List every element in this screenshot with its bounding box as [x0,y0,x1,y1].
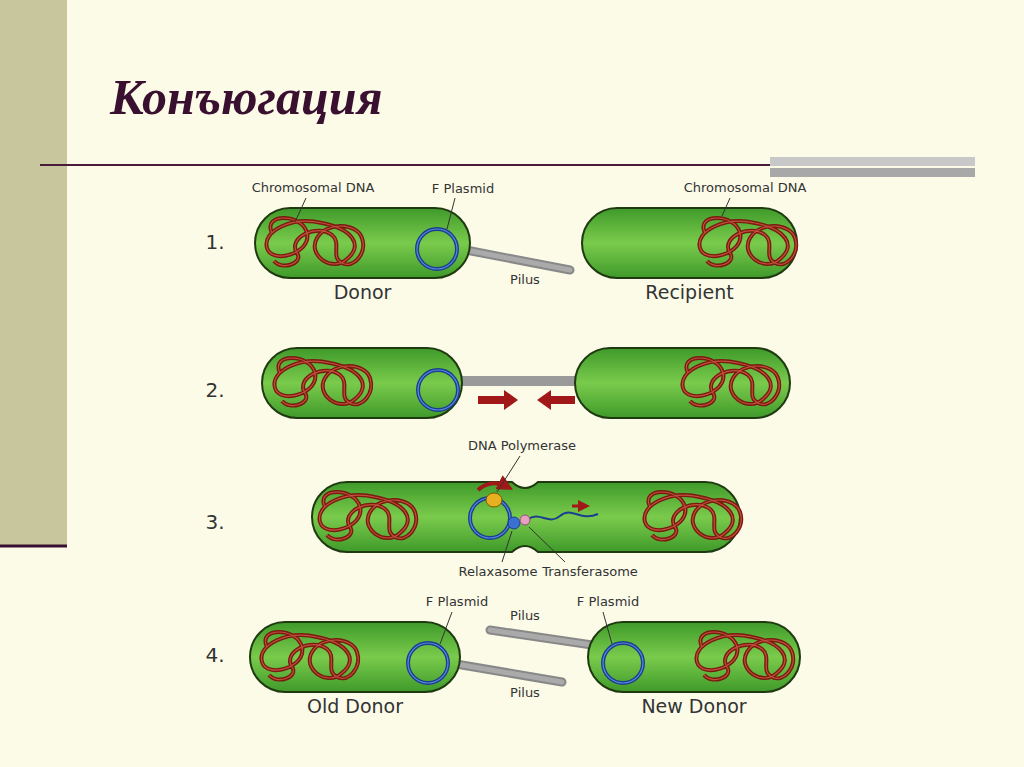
single-strand-dna [527,513,598,520]
bacterium-node: Old Donor [250,622,460,692]
f-plasmid [417,229,457,269]
chromosome [644,492,741,540]
leader-line [603,612,612,644]
grey-bar [770,168,975,177]
step-number: 2. [205,379,224,401]
pilus [490,630,592,645]
bacterium-node: New Donor [588,622,800,692]
step-number: 3. [205,511,224,533]
transfer-arrow [572,505,584,508]
bacterium-cell [582,208,797,278]
relaxasome [508,517,520,529]
callout-label: Pilus [510,609,540,623]
bacterium-cell [575,348,790,418]
step-number: 4. [205,644,224,666]
leader-line [529,527,565,562]
dna-polymerase [486,493,502,507]
pilus [458,376,580,386]
grey-bar [770,157,975,166]
pilus [466,250,570,270]
leader-line [440,612,452,644]
callout-label: Relaxasome [458,565,537,579]
callout-label: Pilus [510,273,540,287]
chromosome [682,358,779,406]
bacterium-cell [250,622,460,692]
leader-line [447,198,455,229]
side-bar [0,0,67,545]
cell-label: Recipient [645,282,733,303]
f-plasmid [418,370,458,410]
callout-label: DNA Polymerase [468,439,576,453]
callout-label: F Plasmid [426,595,488,609]
leader-line [502,531,512,562]
red-arrow [537,390,575,410]
bacterium-node: Donor [255,208,470,278]
bacterium-cell [262,348,462,418]
slide-title: Конъюгация [110,68,382,126]
bacterium-cell [255,208,470,278]
callout-label: Transferasome [542,565,638,579]
f-plasmid [603,643,643,683]
chromosome [274,358,371,406]
leader-line [295,198,306,222]
callout-label: Pilus [510,686,540,700]
chromosome [699,218,796,266]
cell-label: New Donor [641,696,746,717]
chromosome [696,632,793,680]
pilus [456,664,562,682]
cell-label: Donor [334,282,392,303]
step-number: 1. [205,231,224,253]
bacterium-cell [588,622,800,692]
leader-line [722,198,730,216]
leader-line [497,456,520,492]
pilus [456,664,562,682]
transferasome [520,515,530,525]
chromosome [261,632,358,680]
chromosome [266,218,363,266]
bacterium-node: Recipient [582,208,797,278]
chromosome [319,492,416,540]
f-plasmid [408,643,448,683]
cell-label: Old Donor [307,696,403,717]
red-arrow [478,390,518,410]
callout-label: F Plasmid [577,595,639,609]
side-bar-rule [0,545,67,548]
pilus [490,630,592,645]
callout-label: F Plasmid [432,182,494,196]
pilus [466,250,570,270]
callout-label: Chromosomal DNA [252,181,375,195]
callout-label: Chromosomal DNA [684,181,807,195]
